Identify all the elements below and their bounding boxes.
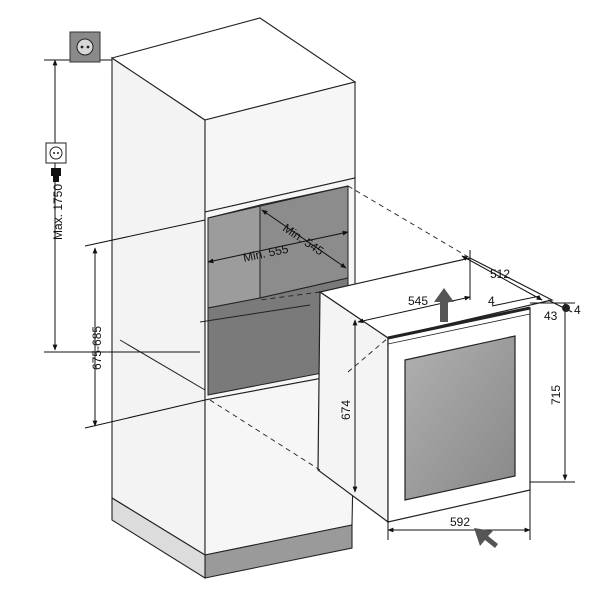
alignment-dashes (209, 185, 471, 471)
gap-label-43: 43 (544, 309, 558, 323)
corner-screw-icon (562, 304, 570, 312)
appliance-window (404, 335, 516, 501)
door-width-label: 592 (450, 515, 470, 529)
appliance-depth-label: 512 (490, 267, 510, 281)
niche-height-label: 675-685 (90, 326, 104, 370)
niche-base-outline (119, 304, 311, 391)
cabinet-front (111, 56, 206, 556)
wine-cooler (317, 257, 554, 524)
max-height-label: Max. 1750 (51, 184, 65, 240)
appliance-width-label: 545 (408, 294, 428, 308)
gap-label-a: 4 (488, 294, 495, 308)
appliance-height-left-label: 674 (339, 400, 353, 420)
appliance-height-right-label: 715 (549, 385, 563, 405)
push-arrow-icon (434, 288, 454, 322)
power-plug-icon (45, 142, 67, 182)
push-arrow-icon (474, 528, 498, 548)
gap-label-b: 4 (574, 303, 581, 317)
dimension-lines (44, 59, 575, 540)
wall-socket-icon (69, 31, 101, 63)
